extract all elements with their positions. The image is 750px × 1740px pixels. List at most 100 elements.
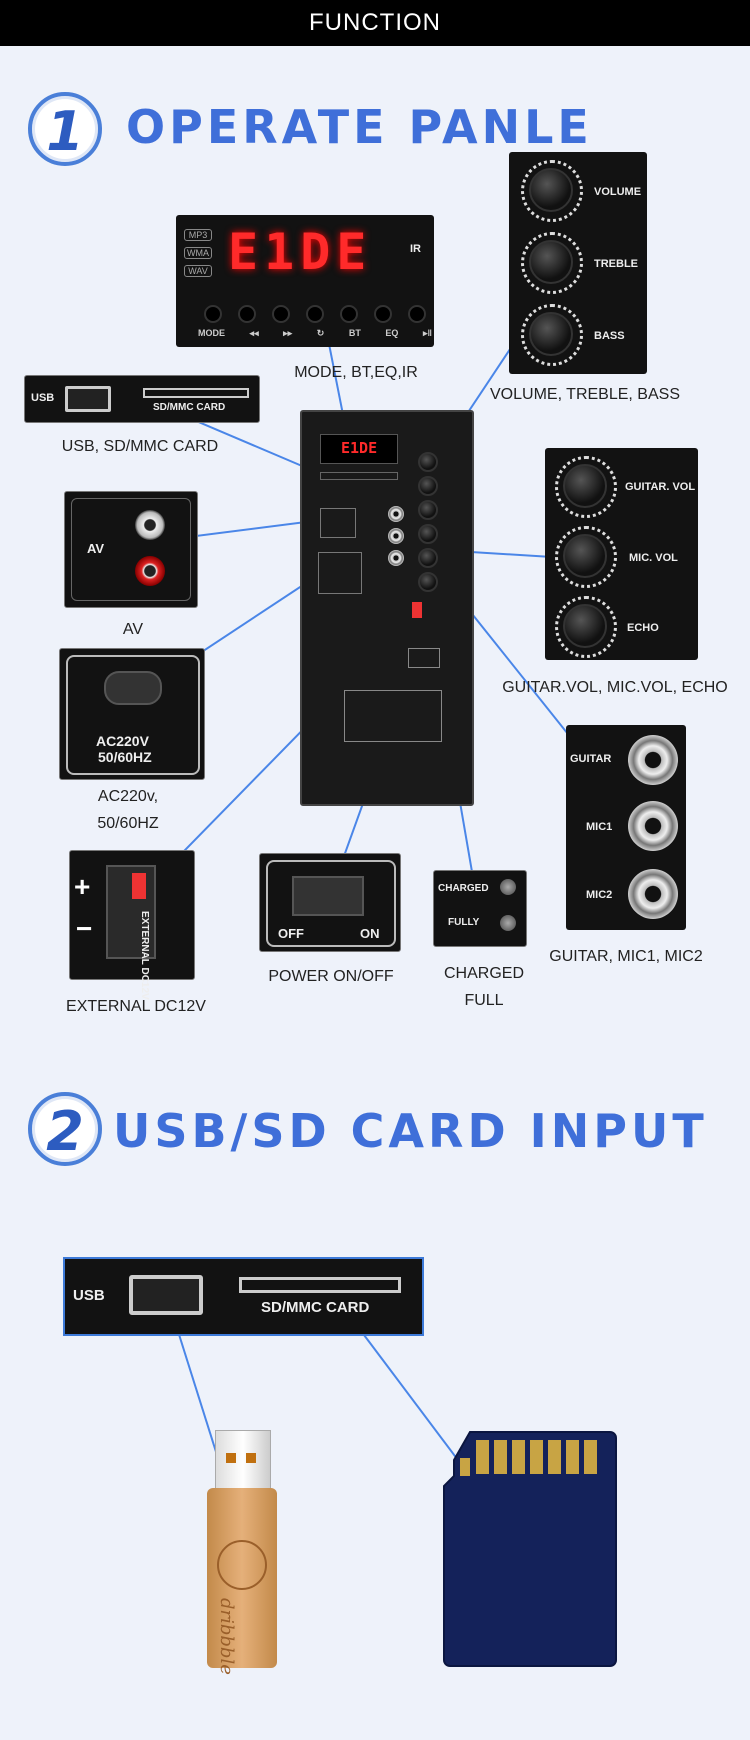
treble-label: TREBLE <box>594 258 638 270</box>
dribbble-logo-icon <box>217 1540 267 1590</box>
volume-dial-dots <box>521 160 583 222</box>
format-wav: WAV <box>184 265 212 277</box>
caption-ext: EXTERNAL DC12V <box>66 998 206 1015</box>
guitar-jack[interactable] <box>628 735 678 785</box>
bass-knob[interactable] <box>529 312 573 356</box>
mic2-jack[interactable] <box>628 869 678 919</box>
treble-dial-dots <box>521 232 583 294</box>
section-title-2: USB/SD CARD INPUT <box>113 1104 708 1158</box>
repeat-button[interactable] <box>306 305 324 323</box>
guitar-jack-label: GUITAR <box>570 753 612 765</box>
caption-volume: VOLUME, TREBLE, BASS <box>490 386 680 403</box>
section-number: 1 <box>46 100 84 163</box>
charged-label: CHARGED <box>438 883 489 894</box>
usb-contact-right <box>246 1453 256 1463</box>
usb-stick-connector <box>215 1430 271 1492</box>
mic1-jack[interactable] <box>628 801 678 851</box>
mini-knob-4 <box>418 524 438 544</box>
plus-sign: + <box>74 871 91 902</box>
guitar-vol-label: GUITAR. VOL <box>625 481 696 493</box>
mode-button[interactable] <box>204 305 222 323</box>
caption-power: POWER ON/OFF <box>268 968 394 985</box>
off-label: OFF <box>278 926 304 941</box>
av-frame <box>71 498 191 601</box>
button-labels: MODE ◂◂ ▸▸ ↻ BT EQ ▸‖ <box>198 328 432 339</box>
sd-slot-large[interactable] <box>239 1277 401 1293</box>
bass-dial-dots <box>521 304 583 366</box>
usb-brand: dribbble <box>216 1598 237 1675</box>
full-led <box>500 915 516 931</box>
ac-panel: AC220V 50/60HZ <box>59 648 205 780</box>
section-number-badge: 1 <box>28 92 102 166</box>
minus-sign: − <box>76 913 93 944</box>
sd-label: SD/MMC CARD <box>153 402 226 413</box>
usb-label-large: USB <box>73 1287 105 1304</box>
av-label: AV <box>87 541 105 556</box>
echo-label: ECHO <box>627 622 659 634</box>
eq-button[interactable] <box>374 305 392 323</box>
jack-panel: GUITAR MIC1 MIC2 <box>566 725 686 930</box>
caption-charged: CHARGED FULL <box>424 960 544 1014</box>
format-wma: WMA <box>184 247 212 259</box>
sd-label-large: SD/MMC CARD <box>261 1299 370 1316</box>
usb-port[interactable] <box>65 386 111 412</box>
volume-label: VOLUME <box>594 186 642 198</box>
charged-led <box>500 879 516 895</box>
caption-mode: MODE, BT,EQ,IR <box>294 364 418 381</box>
caption-av: AV <box>122 621 144 638</box>
treble-knob[interactable] <box>529 240 573 284</box>
mini-usb-sd <box>320 472 398 480</box>
bt-button[interactable] <box>340 305 358 323</box>
mini-ac <box>318 552 362 594</box>
ac-inlet[interactable] <box>104 671 162 705</box>
caption-charged-line2: FULL <box>464 992 504 1009</box>
dc-terminal <box>106 865 156 959</box>
ir-label: IR <box>410 243 421 255</box>
mini-knob-6 <box>418 572 438 592</box>
caption-charged-line1: CHARGED <box>443 965 524 982</box>
mic-vol-knob[interactable] <box>563 534 607 578</box>
usb-sd-strip-large: USB SD/MMC CARD <box>63 1257 424 1336</box>
echo-knob[interactable] <box>563 604 607 648</box>
page-header: FUNCTION <box>0 0 750 46</box>
usb-label: USB <box>31 392 55 404</box>
echo-dial-dots <box>555 596 617 658</box>
prev-button[interactable] <box>238 305 256 323</box>
mini-av <box>320 508 356 538</box>
mic1-jack-label: MIC1 <box>586 821 613 833</box>
mic-knob-panel: GUITAR. VOL MIC. VOL ECHO <box>545 448 698 660</box>
sd-slot[interactable] <box>143 388 249 398</box>
sd-card-icon <box>443 1431 617 1667</box>
mini-jack-mic1 <box>388 528 404 544</box>
play-pause-button[interactable] <box>408 305 426 323</box>
usb-port-large[interactable] <box>129 1275 203 1315</box>
next-button[interactable] <box>272 305 290 323</box>
label-mode: MODE <box>198 328 225 338</box>
label-play: ▸‖ <box>422 328 432 338</box>
mic-vol-dial-dots <box>555 526 617 588</box>
label-bt: BT <box>348 328 361 338</box>
caption-ac-line1: AC220v, <box>97 788 159 805</box>
led-display: E1DE <box>228 223 373 281</box>
caption-ac-line2: 50/60HZ <box>97 815 159 832</box>
guitar-vol-knob[interactable] <box>563 464 607 508</box>
section-title: OPERATE PANLE <box>126 100 593 154</box>
caption-ac: AC220v, 50/60HZ <box>76 783 180 837</box>
label-next: ▸▸ <box>283 328 293 338</box>
ac-frame <box>66 655 200 775</box>
mini-spec-label <box>344 690 442 742</box>
power-switch[interactable] <box>292 876 364 916</box>
av-jack-white[interactable] <box>135 510 165 540</box>
mini-dc-terminal <box>412 602 422 618</box>
section-number-2: 2 <box>46 1100 84 1163</box>
label-prev: ◂◂ <box>249 328 259 338</box>
av-jack-red[interactable] <box>135 556 165 586</box>
dc-red-tab[interactable] <box>132 873 146 899</box>
power-panel: OFF ON <box>259 853 401 952</box>
mic-vol-label: MIC. VOL <box>629 552 678 564</box>
volume-knob[interactable] <box>529 168 573 212</box>
charge-panel: CHARGED FULLY <box>433 870 527 947</box>
mini-led: E1DE <box>341 439 378 457</box>
caption-usb: USB, SD/MMC CARD <box>61 438 219 455</box>
fully-label: FULLY <box>448 917 480 928</box>
